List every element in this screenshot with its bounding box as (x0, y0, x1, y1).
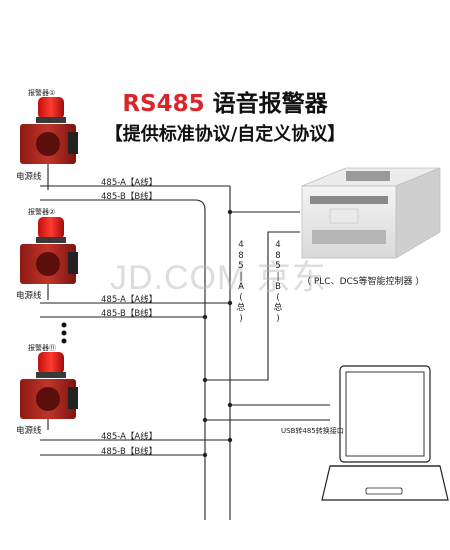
line-b-label-2: 485-B【B线】 (101, 309, 158, 319)
power-label-3: 电源线 (16, 426, 42, 436)
ellipsis-dots (61, 322, 67, 344)
line-a-label-2: 485-A【A线】 (101, 295, 158, 305)
plc-controller (301, 167, 441, 259)
usb-converter-label: USB转485转换接口 (281, 427, 344, 435)
page-subtitle: 【提供标准协议/自定义协议】 (104, 124, 346, 145)
title-suffix: 语音报警器 (212, 91, 328, 117)
bus-b-vertical-label: 4 8 5 | B ( 总 ) (273, 240, 283, 324)
alarm-label-1: 报警器① (28, 89, 56, 97)
power-label-2: 电源线 (16, 291, 42, 301)
line-a-label-1: 485-A【A线】 (101, 178, 158, 188)
alarm-label-2: 报警器② (28, 208, 56, 216)
watermark: JD.COM 京东 (110, 259, 327, 297)
alarm-device-3 (20, 352, 78, 419)
plc-caption: （ PLC、DCS等智能控制器 ） (302, 277, 425, 287)
power-label-1: 电源线 (16, 172, 42, 182)
alarm-device-2 (20, 217, 78, 284)
laptop (321, 365, 449, 501)
alarm-label-3: 报警器⑪ (28, 344, 56, 352)
page-title: RS485 语音报警器 (0, 84, 450, 118)
alarm-device-1 (20, 97, 78, 164)
bus-junction-dots (202, 209, 233, 458)
wiring-lines (40, 164, 330, 520)
line-b-label-3: 485-B【B线】 (101, 447, 158, 457)
line-a-label-3: 485-A【A线】 (101, 432, 158, 442)
title-prefix: RS485 (122, 91, 205, 117)
line-b-label-1: 485-B【B线】 (101, 192, 158, 202)
bus-a-vertical-label: 4 8 5 | A ( 总 ) (236, 240, 246, 324)
